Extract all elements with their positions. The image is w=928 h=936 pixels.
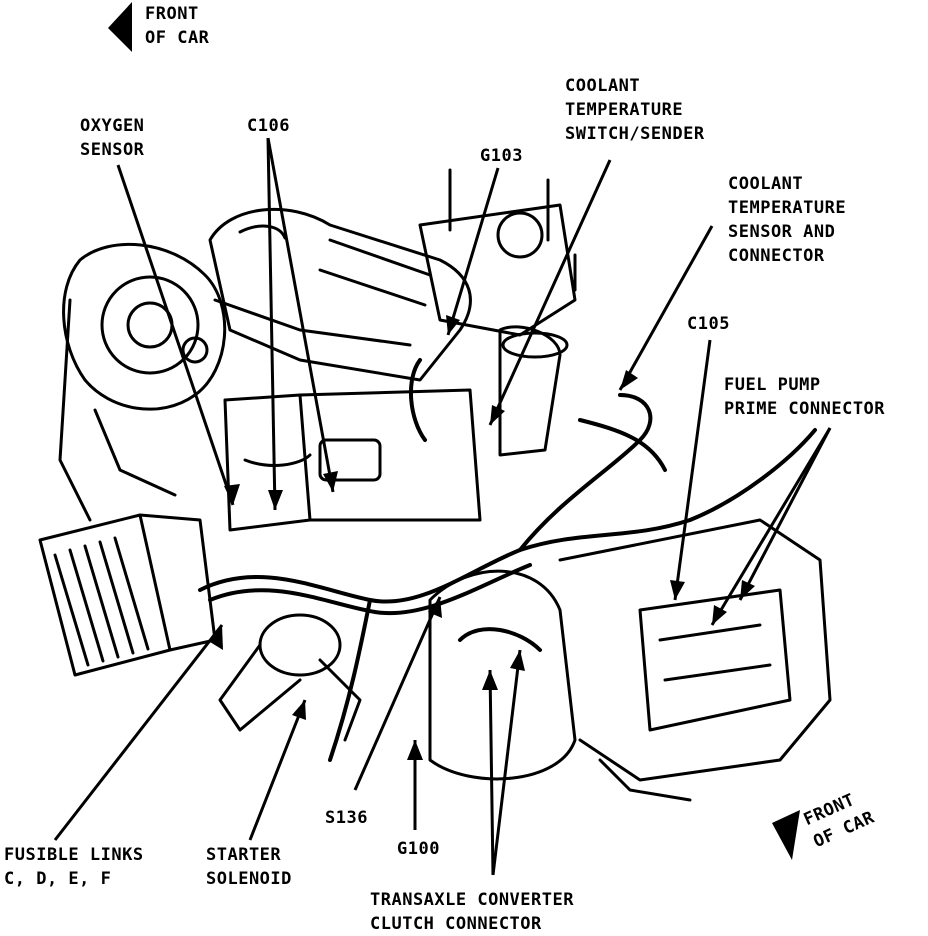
g100-label: G100	[397, 839, 440, 859]
transaxle-line-2: CLUTCH CONNECTOR	[370, 914, 542, 934]
fuel-pump-arrowhead-2	[712, 605, 727, 625]
leader-lines	[53, 137, 832, 876]
fusible-links-arrowhead	[210, 625, 223, 650]
transaxle-leader-1	[488, 669, 495, 876]
transaxle-line-1: TRANSAXLE CONVERTER	[370, 890, 574, 910]
coolant-switch-label: COOLANT TEMPERATURE SWITCH/SENDER	[565, 74, 705, 146]
coolant-sensor-line-1: COOLANT	[728, 174, 804, 194]
starter-solenoid-arrowhead	[292, 700, 306, 720]
c106-arrowhead-2	[323, 471, 338, 492]
starter-solenoid-line-1: STARTER	[206, 845, 282, 865]
front-of-car-line-2: OF CAR	[145, 28, 210, 48]
oxygen-sensor-line-2: SENSOR	[80, 140, 145, 160]
coolant-switch-line-3: SWITCH/SENDER	[565, 124, 705, 144]
fusible-links-leader	[53, 624, 224, 841]
front-of-car-arrow-bottom	[772, 810, 800, 860]
oxygen-sensor-line-1: OXYGEN	[80, 116, 145, 136]
arrowheads	[108, 2, 800, 860]
s136-label: S136	[325, 808, 368, 828]
starter-solenoid-line-2: SOLENOID	[206, 869, 292, 889]
c106-label: C106	[247, 116, 290, 136]
coolant-sensor-line-4: CONNECTOR	[728, 246, 825, 266]
front-of-car-line-1: FRONT	[145, 4, 199, 24]
front-of-car-label-top: FRONT OF CAR	[145, 2, 209, 50]
coolant-switch-leader	[488, 159, 612, 426]
g103-label: G103	[480, 146, 523, 166]
fuel-pump-leader-2	[710, 427, 832, 626]
c105-label: C105	[687, 314, 730, 334]
alternator-drawing	[58, 242, 227, 522]
fuel-pump-leader-1	[738, 427, 832, 601]
fuel-pump-line-2: PRIME CONNECTOR	[724, 399, 886, 419]
starter-solenoid-leader	[248, 699, 307, 841]
coolant-switch-line-1: COOLANT	[565, 76, 641, 96]
fuel-pump-label: FUEL PUMP PRIME CONNECTOR	[724, 373, 885, 421]
transaxle-drawing	[428, 518, 832, 802]
fuel-pump-line-1: FUEL PUMP	[724, 375, 821, 395]
oxygen-sensor-leader	[116, 164, 235, 506]
s136-leader	[353, 596, 442, 791]
oxygen-sensor-label: OXYGEN SENSOR	[80, 114, 144, 162]
coolant-sensor-arrowhead	[620, 370, 638, 390]
coolant-sensor-line-3: SENSOR AND	[728, 222, 836, 242]
ac-compressor-drawing	[38, 513, 217, 677]
fuel-pump-arrowhead-1	[740, 580, 755, 600]
c106-arrowhead-1	[268, 490, 283, 510]
coolant-switch-line-2: TEMPERATURE	[565, 100, 684, 120]
g100-arrowhead	[407, 740, 423, 760]
coolant-sensor-line-2: TEMPERATURE	[728, 198, 847, 218]
oxygen-sensor-arrowhead	[224, 484, 240, 505]
fusible-links-line-2: C, D, E, F	[4, 869, 112, 889]
starter-drawing	[218, 613, 362, 742]
c105-leader	[673, 339, 712, 601]
c106-leader-1	[266, 137, 277, 511]
cylinder-head-drawing	[208, 207, 472, 382]
fusible-links-line-1: FUSIBLE LINKS	[4, 845, 144, 865]
starter-solenoid-label: STARTER SOLENOID	[206, 843, 292, 891]
transaxle-arrowhead-1	[482, 670, 498, 690]
fusible-links-label: FUSIBLE LINKS C, D, E, F	[4, 843, 144, 891]
front-of-car-arrow-top	[108, 2, 132, 52]
coolant-switch-arrowhead	[490, 405, 505, 425]
engine-block-drawing	[223, 388, 482, 532]
transaxle-leader-2	[491, 649, 522, 876]
throttle-body-drawing	[418, 168, 577, 457]
coolant-sensor-leader	[618, 225, 714, 391]
coolant-sensor-label: COOLANT TEMPERATURE SENSOR AND CONNECTOR	[728, 172, 846, 268]
transaxle-arrowhead-2	[510, 650, 525, 671]
g103-leader	[446, 167, 500, 336]
c105-arrowhead	[670, 580, 685, 600]
transaxle-label: TRANSAXLE CONVERTER CLUTCH CONNECTOR	[370, 888, 574, 936]
wiring-harness-drawing	[198, 358, 817, 762]
s136-arrowhead	[428, 597, 442, 618]
c106-leader-2	[266, 137, 335, 493]
g103-arrowhead	[446, 315, 460, 335]
